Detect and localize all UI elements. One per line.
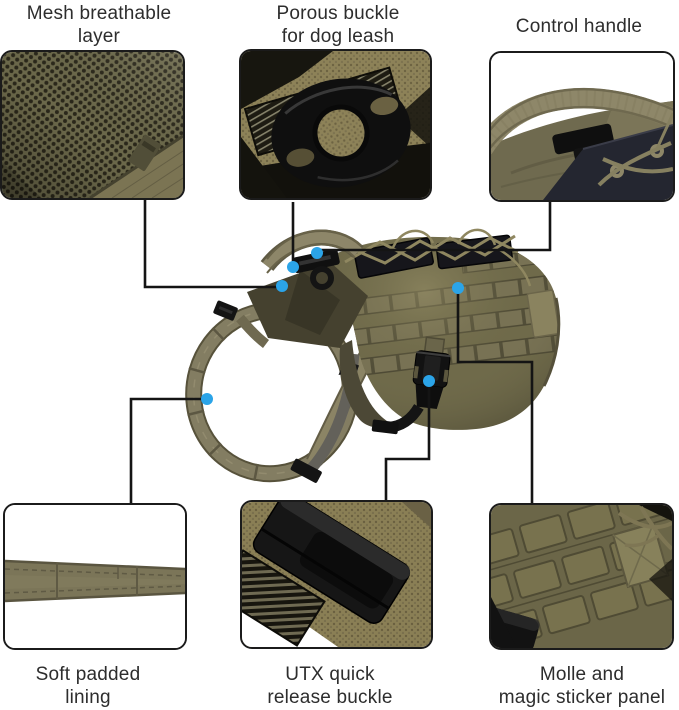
- inset-photo-porous-buckle: [239, 49, 432, 200]
- callout-label-porous-buckle: Porous buckle for dog leash: [238, 2, 438, 48]
- leader-line-control-handle: [318, 202, 552, 252]
- marker-dots: [201, 247, 464, 405]
- label-line: Porous buckle: [276, 3, 400, 24]
- inset-photo-soft-padded-lining: [3, 503, 187, 650]
- marker-dot-control-handle: [311, 247, 323, 259]
- callout-label-mesh-breathable-layer: Mesh breathable layer: [4, 2, 194, 48]
- inset-photo-mesh-breathable-layer: [0, 50, 185, 200]
- marker-dot-soft-padded-lining: [201, 393, 213, 405]
- utx-buckle-photo-art: [242, 502, 431, 647]
- marker-dot-utx-buckle: [423, 375, 435, 387]
- label-line: layer: [77, 26, 121, 47]
- label-line: Control handle: [515, 16, 643, 37]
- molle-panel-photo-art: [491, 505, 672, 648]
- callout-label-utx-buckle: UTX quick release buckle: [230, 663, 430, 709]
- leash-buckle-hardware: [292, 248, 340, 290]
- marker-dot-mesh-breathable-layer: [276, 280, 288, 292]
- leader-line-utx-buckle: [384, 381, 431, 501]
- leader-line-molle-panel: [456, 288, 534, 503]
- porous-buckle-photo-art: [241, 51, 430, 198]
- leader-line-mesh-breathable-layer: [143, 200, 282, 289]
- label-line: magic sticker panel: [498, 687, 666, 708]
- control-handle-photo-art: [491, 53, 673, 200]
- velcro-patches: [344, 228, 532, 287]
- side-buckle: [213, 300, 238, 321]
- label-line: Mesh breathable: [26, 3, 172, 24]
- inset-photo-molle-panel: [489, 503, 674, 650]
- marker-dot-porous-buckle: [287, 261, 299, 273]
- inset-photo-utx-buckle: [240, 500, 433, 649]
- callout-label-molle-panel: Molle and magic sticker panel: [482, 663, 679, 709]
- harness-illustration: [185, 228, 561, 483]
- label-line: UTX quick: [285, 664, 375, 685]
- leader-line-soft-padded-lining: [129, 397, 207, 503]
- callout-label-control-handle: Control handle: [479, 15, 679, 38]
- label-line: Molle and: [539, 664, 625, 685]
- soft-padding-photo-art: [5, 505, 185, 648]
- mesh-photo-art: [2, 52, 183, 198]
- label-line: lining: [65, 687, 111, 708]
- utx-buckle-hardware: [371, 336, 451, 435]
- control-handle-strap: [260, 229, 364, 274]
- callout-label-soft-padded-lining: Soft padded lining: [0, 663, 176, 709]
- leader-lines: [129, 200, 552, 503]
- label-line: Soft padded: [35, 664, 141, 685]
- label-line: release buckle: [267, 687, 393, 708]
- label-line: for dog leash: [281, 26, 395, 47]
- marker-dot-molle-panel: [452, 282, 464, 294]
- inset-photo-control-handle: [489, 51, 675, 202]
